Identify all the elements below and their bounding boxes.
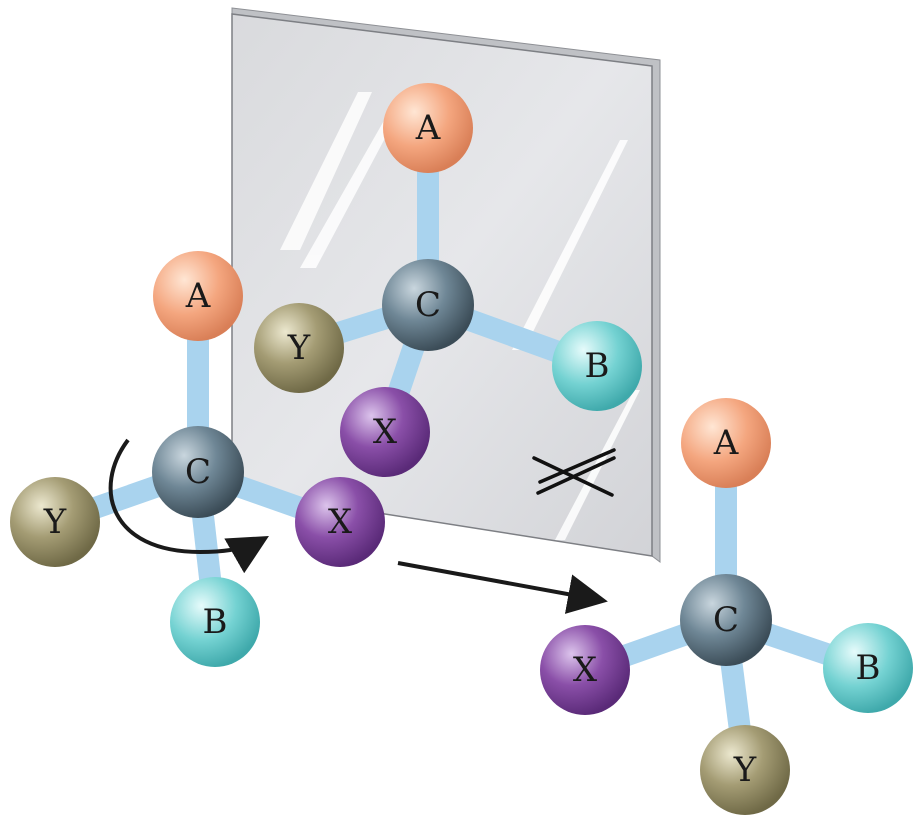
atom-left: X bbox=[540, 625, 630, 715]
atom-top: A bbox=[681, 398, 771, 488]
atom-bottom: B bbox=[170, 577, 260, 667]
molecule-rotated: A B C X Y bbox=[540, 398, 913, 815]
atom-center: C bbox=[382, 259, 474, 351]
atom-label: X bbox=[328, 502, 353, 542]
atom-top: A bbox=[383, 83, 473, 173]
atom-bottom: X bbox=[340, 387, 430, 477]
atom-label: X bbox=[373, 412, 398, 452]
mirror-glare bbox=[280, 92, 640, 540]
molecule-original: A Y C B X bbox=[10, 251, 385, 667]
atom-label: X bbox=[573, 650, 598, 690]
atom-label: A bbox=[185, 276, 211, 316]
atom-label: C bbox=[713, 600, 739, 640]
atom-right: B bbox=[552, 321, 642, 411]
atom-label: B bbox=[203, 602, 228, 642]
atom-label: Y bbox=[43, 502, 67, 542]
atom-label: C bbox=[415, 285, 441, 325]
atom-top: A bbox=[153, 251, 243, 341]
atom-label: Y bbox=[733, 750, 757, 790]
atom-label: B bbox=[856, 648, 881, 688]
curved-rotation-arrow-icon bbox=[108, 438, 269, 574]
atom-center: C bbox=[152, 426, 244, 518]
molecule-reflection: A Y B C X bbox=[254, 83, 642, 477]
atom-label: B bbox=[585, 346, 610, 386]
atom-right: B bbox=[823, 623, 913, 713]
atom-left: Y bbox=[10, 477, 100, 567]
atom-right: X bbox=[295, 477, 385, 567]
atom-label: A bbox=[415, 108, 441, 148]
double-cross-icon bbox=[532, 448, 616, 497]
atom-left: Y bbox=[254, 303, 344, 393]
atom-label: C bbox=[185, 452, 211, 492]
atom-bottom: Y bbox=[700, 725, 790, 815]
atom-center: C bbox=[680, 574, 772, 666]
atom-label: Y bbox=[287, 328, 311, 368]
straight-arrow-icon bbox=[397, 561, 608, 614]
atom-label: A bbox=[713, 423, 739, 463]
